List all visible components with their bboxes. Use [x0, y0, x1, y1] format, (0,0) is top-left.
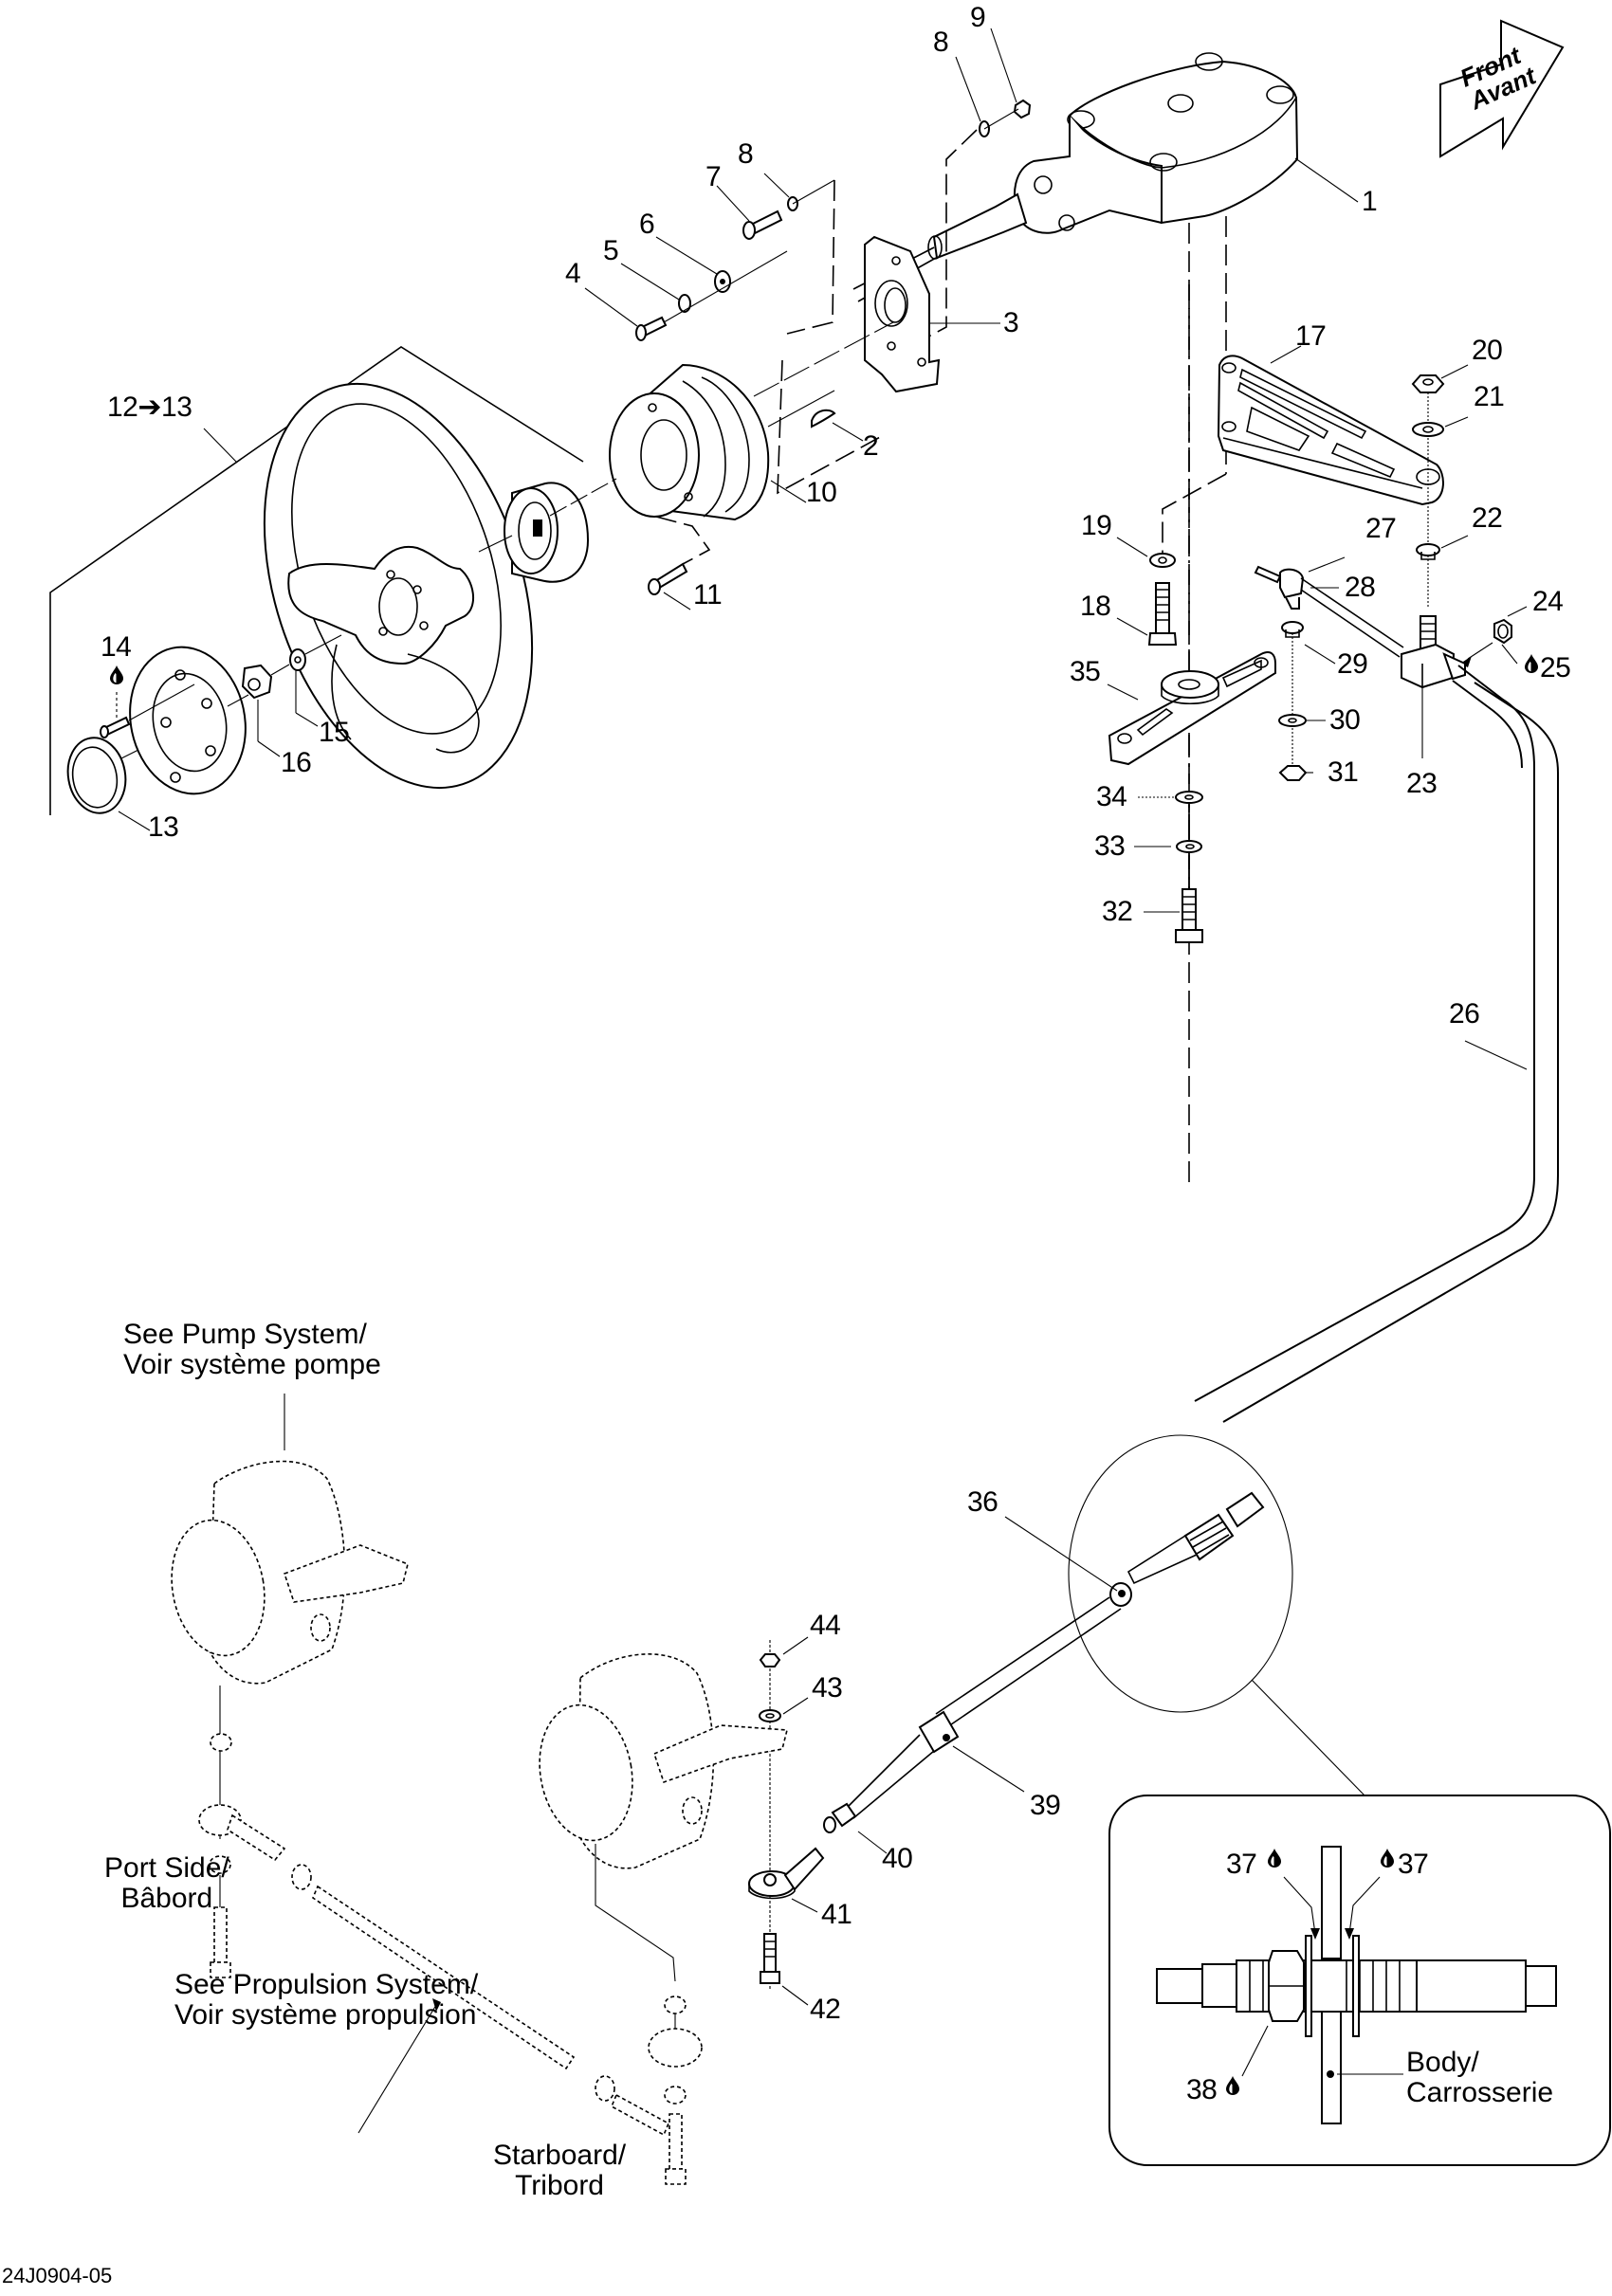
detail-circle: [1068, 1434, 1293, 1713]
callout-2: 2: [863, 430, 879, 462]
callout-13: 13: [148, 811, 179, 843]
screw-part-11: [648, 516, 711, 610]
port-note-fr: Bâbord: [120, 1883, 213, 1914]
steering-wheel-part-12: [263, 382, 534, 790]
leader-lines-4-9: [584, 27, 1359, 327]
body-note-en: Body/: [1406, 2047, 1479, 2078]
callout-21: 21: [1474, 381, 1505, 412]
pump-nozzle-starboard: [539, 1653, 789, 2185]
lubricant-drop-icon: [1525, 654, 1538, 673]
callout-36: 36: [967, 1486, 998, 1518]
callout-29: 29: [1337, 648, 1368, 680]
callout-25: 25: [1540, 652, 1571, 683]
callout-28: 28: [1345, 572, 1376, 603]
callout-10: 10: [806, 477, 837, 508]
woodruff-key-part-2: [811, 409, 836, 428]
callout-6: 6: [639, 209, 655, 240]
callout-8-upper: 8: [933, 27, 949, 58]
figure-id: 24J0904-05: [2, 2264, 113, 2287]
steering-housing-part-1: [852, 52, 1299, 302]
front-arrow-icon: [1439, 19, 1565, 158]
callout-19: 19: [1081, 510, 1112, 541]
callout-39: 39: [1030, 1790, 1061, 1821]
callout-44: 44: [810, 1610, 841, 1641]
propulsion-note-en: See Propulsion System/: [174, 1969, 479, 2000]
callout-3: 3: [1003, 307, 1019, 338]
callout-23: 23: [1406, 768, 1438, 799]
port-note-en: Port Side/: [104, 1852, 229, 1884]
callout-1: 1: [1362, 186, 1378, 217]
callout-34: 34: [1096, 781, 1127, 812]
fasteners-4-9: [635, 99, 1032, 341]
fasteners-29-31: [1278, 621, 1336, 781]
callout-15: 15: [319, 717, 350, 748]
callout-12-to-13: 12➔13: [107, 392, 192, 423]
steering-cable-part-26: [1194, 652, 1559, 1423]
steering-arm-part-35: [1107, 651, 1276, 766]
starboard-note-en: Starboard/: [493, 2140, 627, 2171]
jam-nut-24: [1460, 606, 1528, 667]
callout-30: 30: [1329, 704, 1361, 736]
lubricant-drop-icon: [1268, 1849, 1281, 1868]
fasteners-32-34: [1134, 791, 1203, 943]
tie-rod: [227, 1813, 670, 2137]
callout-5: 5: [603, 235, 619, 266]
lubricant-drop-icon: [110, 665, 123, 684]
ball-joint-27-28: [1254, 556, 1404, 658]
callout-31: 31: [1328, 756, 1359, 788]
callout-16: 16: [281, 747, 312, 778]
body-note-fr: Carrosserie: [1406, 2077, 1554, 2108]
center-cap-parts-13-16: [66, 634, 342, 831]
starboard-note-fr: Tribord: [515, 2170, 604, 2201]
callout-17: 17: [1295, 320, 1327, 352]
detail-inset: [1108, 1795, 1611, 2166]
dashed-guide-17-19: [1162, 473, 1227, 553]
callout-20: 20: [1472, 335, 1503, 366]
callout-18: 18: [1080, 591, 1111, 622]
pump-system-note: See Pump System/ Voir système pompe: [123, 1320, 381, 1380]
port-side-note: Port Side/ Bâbord: [104, 1853, 229, 1914]
callout-11: 11: [693, 579, 723, 610]
callout-32: 32: [1102, 896, 1133, 927]
assembly-bracket: [49, 346, 584, 815]
callout-40: 40: [882, 1843, 913, 1874]
callout-41: 41: [821, 1899, 852, 1930]
callout-26: 26: [1449, 998, 1480, 1030]
cable-sleeve-39-40: [823, 1710, 1025, 1854]
callout-33: 33: [1094, 830, 1126, 862]
steering-arm-part-17: [1217, 345, 1444, 506]
callout-38: 38: [1186, 2074, 1218, 2105]
callout-35: 35: [1070, 656, 1101, 687]
bolt-washer-18-19: [1116, 537, 1178, 646]
pump-note-fr: Voir système pompe: [123, 1349, 381, 1380]
lubricant-drop-icon: [1226, 2076, 1239, 2095]
callout-42: 42: [810, 1994, 841, 2025]
steering-hub-part-10: [609, 363, 835, 521]
mounting-plate-part-3: [864, 235, 1000, 393]
callout-9: 9: [970, 2, 986, 33]
starboard-note: Starboard/ Tribord: [493, 2141, 626, 2201]
callout-14: 14: [101, 631, 132, 663]
callout-43: 43: [812, 1672, 843, 1704]
wheel-adapter: [478, 478, 617, 583]
callout-24: 24: [1532, 586, 1564, 617]
callout-27: 27: [1365, 513, 1397, 544]
ball-joint-41-44: [748, 1636, 825, 2006]
fasteners-20-23: [1401, 364, 1469, 758]
cable-end-assembly: [935, 1434, 1366, 1797]
propulsion-note-fr: Voir système propulsion: [174, 1999, 477, 2031]
callout-7: 7: [705, 161, 722, 192]
body-note: Body/ Carrosserie: [1406, 2048, 1553, 2108]
callout-8-lower: 8: [738, 138, 754, 170]
callout-22: 22: [1472, 502, 1503, 534]
propulsion-system-note: See Propulsion System/ Voir système prop…: [174, 1970, 478, 2031]
lubricant-drop-icon: [1381, 1849, 1394, 1868]
callout-4: 4: [565, 258, 581, 289]
callout-37-right: 37: [1398, 1849, 1429, 1880]
pump-note-en: See Pump System/: [123, 1319, 367, 1350]
callout-37-left: 37: [1226, 1849, 1257, 1880]
